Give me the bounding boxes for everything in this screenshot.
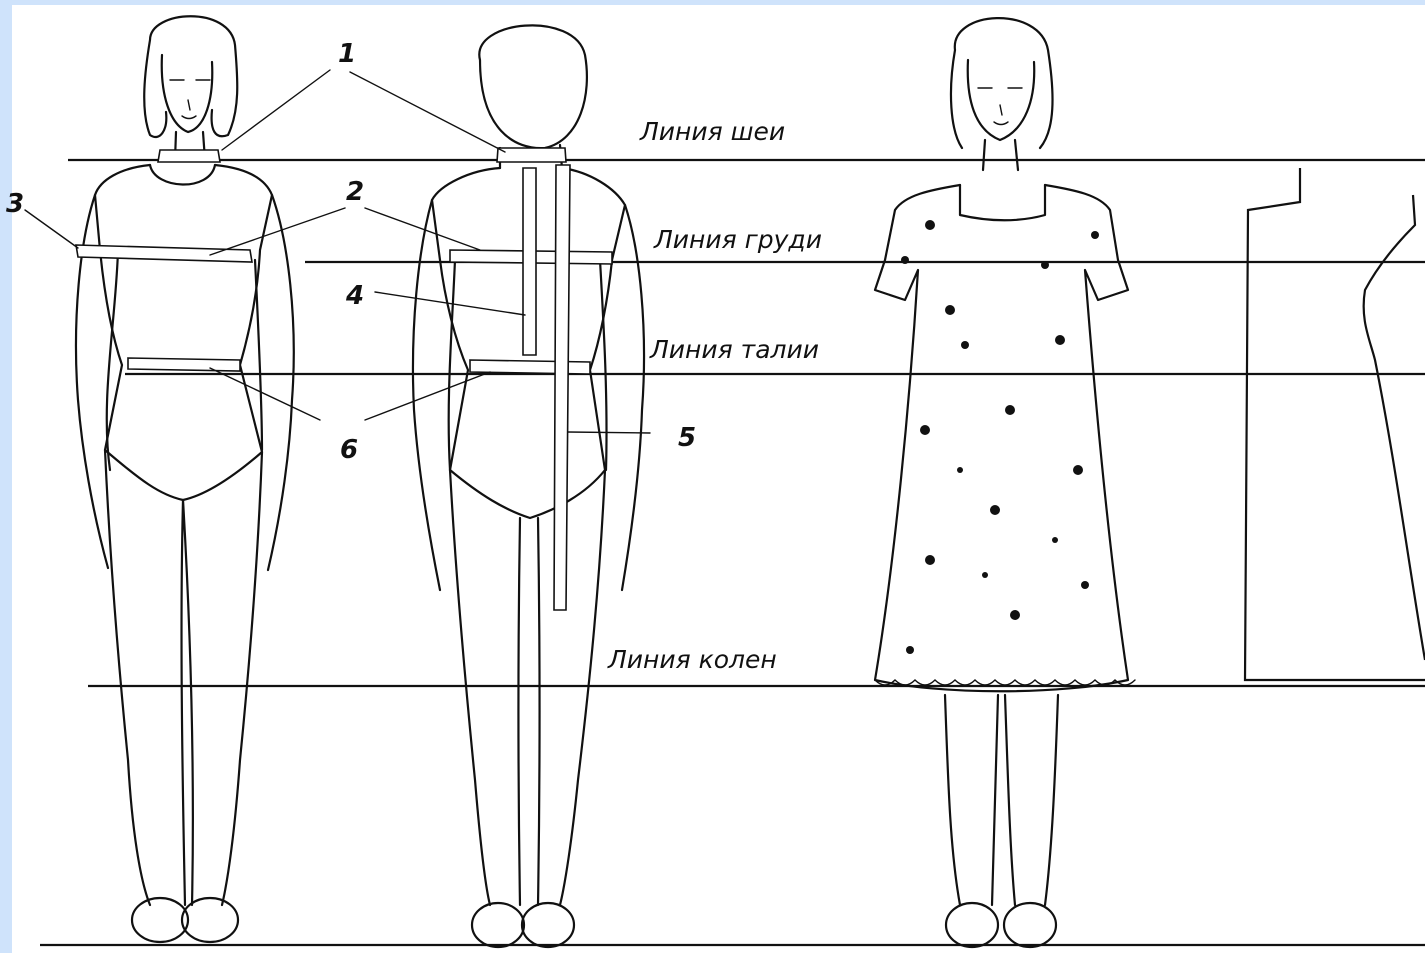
callout-1: 1 bbox=[338, 39, 356, 69]
callout-6: 6 bbox=[340, 435, 358, 465]
callout-5: 5 bbox=[678, 423, 696, 453]
line-labels: Линия шеи Линия груди Линия талии Линия … bbox=[607, 117, 822, 674]
callout-2: 2 bbox=[346, 177, 364, 207]
callout-3: 3 bbox=[6, 189, 24, 219]
dress-pattern-outline bbox=[1245, 168, 1425, 680]
label-neck-line: Линия шеи bbox=[639, 117, 785, 146]
label-chest-line: Линия груди bbox=[653, 225, 822, 254]
figure-front-view bbox=[76, 16, 294, 942]
label-waist-line: Линия талии bbox=[649, 335, 819, 364]
figure-back-view bbox=[413, 25, 644, 947]
callout-4: 4 bbox=[345, 281, 364, 311]
guide-lines bbox=[40, 160, 1425, 945]
label-knee-line: Линия колен bbox=[607, 645, 777, 674]
dress-pattern bbox=[901, 220, 1099, 654]
figure-dress bbox=[875, 18, 1135, 947]
